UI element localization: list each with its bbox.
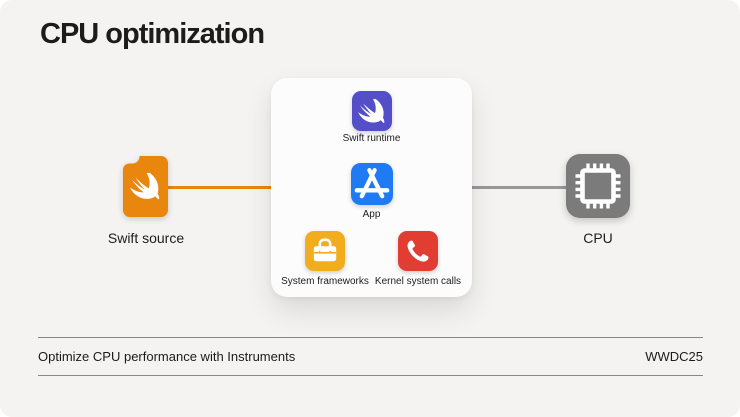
kernel-system-calls-tile [398, 231, 438, 271]
toolbox-icon [313, 238, 337, 262]
swift-source-file-icon [123, 156, 168, 217]
system-frameworks-tile [305, 231, 345, 271]
app-store-icon [354, 168, 390, 199]
cpu-label: CPU [583, 230, 613, 246]
swift-source-label: Swift source [107, 230, 185, 246]
footer-session-title: Optimize CPU performance with Instrument… [38, 349, 296, 364]
page-title: CPU optimization [40, 18, 265, 50]
connector-app-to-cpu [470, 186, 568, 189]
app-tile [351, 163, 393, 205]
phone-icon [407, 240, 429, 262]
swift-runtime-label: Swift runtime [342, 133, 401, 144]
footer-bottom-divider [38, 375, 703, 376]
footer-event-label: WWDC25 [645, 349, 703, 364]
swift-bird-icon [130, 172, 160, 200]
chip-body [580, 168, 616, 204]
footer-top-divider [38, 337, 703, 338]
swift-runtime-tile [352, 91, 392, 131]
app-process-card: Swift runtime App System framewor [271, 78, 472, 297]
chip-pins [575, 163, 621, 209]
connector-swift-to-app [166, 186, 274, 189]
cpu-chip-icon [566, 154, 630, 218]
system-frameworks-label: System frameworks [281, 276, 369, 287]
swift-bird-icon [358, 99, 385, 123]
kernel-system-calls-label: Kernel system calls [374, 276, 462, 287]
app-label: App [362, 209, 381, 220]
